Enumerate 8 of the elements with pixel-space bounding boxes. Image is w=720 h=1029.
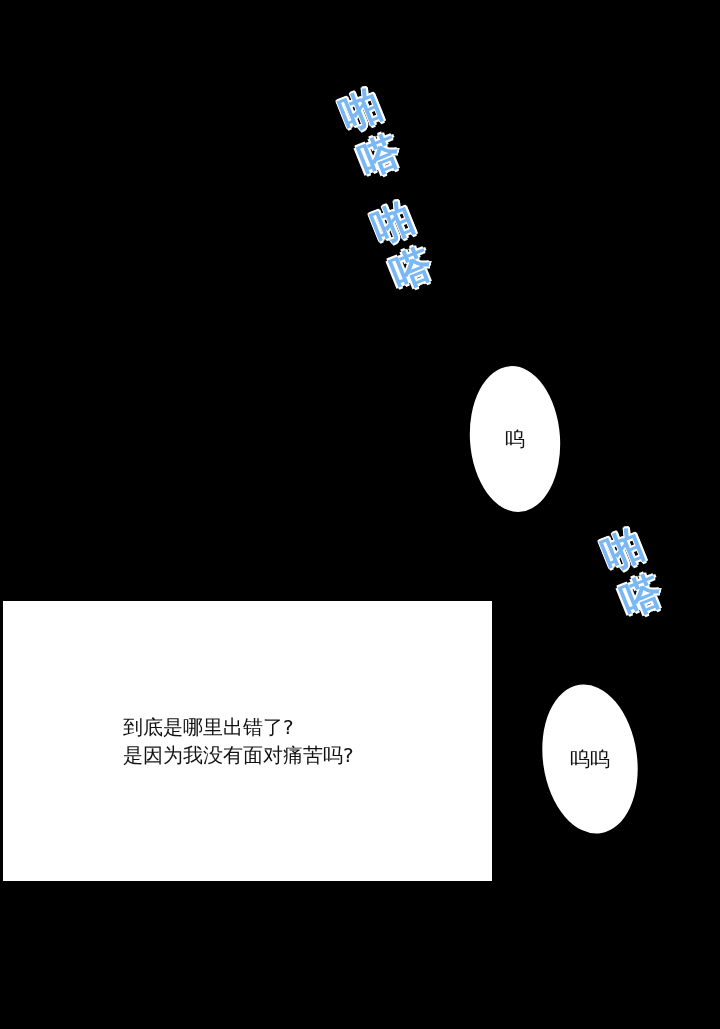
sound-effect-text: 啪嗒 (332, 79, 408, 187)
sound-effect-text: 啪嗒 (594, 519, 670, 627)
caption-box (3, 601, 492, 881)
dialogue-text: 呜 (505, 426, 525, 453)
dialogue-text: 呜呜 (570, 746, 610, 773)
dialogue-text: 是因为我没有面对痛苦吗? (123, 742, 354, 769)
dialogue-text: 到底是哪里出错了? (123, 714, 294, 741)
sound-effect-text: 啪嗒 (364, 192, 440, 300)
